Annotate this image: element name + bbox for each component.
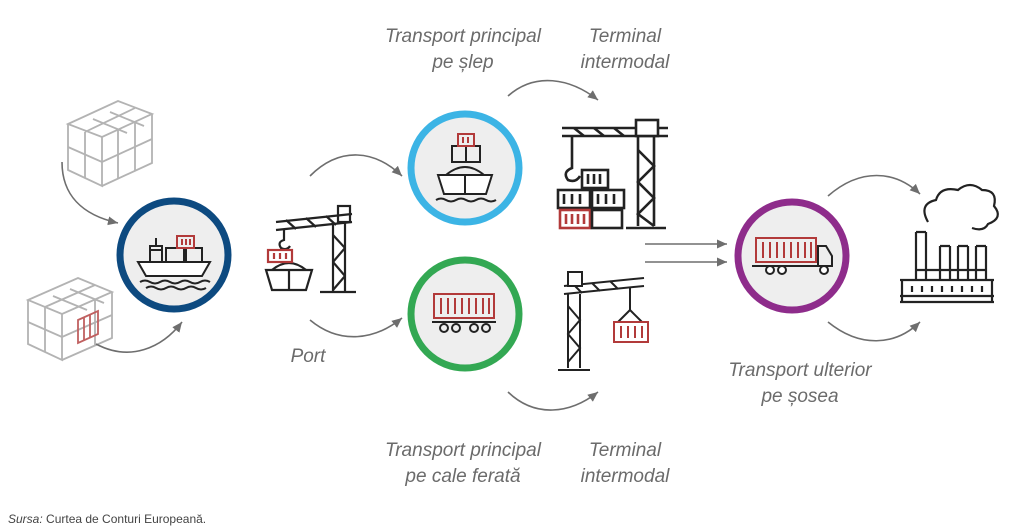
label-terminal-top: Terminal intermodal [562,24,688,76]
label-rail-line1: Transport principal [385,440,541,461]
road-circle [734,198,850,314]
train-wagon-icon [432,293,496,333]
label-terminal-top-line1: Terminal [588,26,662,47]
flow-arrows [61,79,921,411]
source-text: Curtea de Conturi Europeană. [42,512,207,526]
label-terminal-bottom-line1: Terminal [588,440,662,461]
barge-circle [407,110,523,226]
label-road-line1: Transport ulterior [728,360,872,381]
factory-icon [900,183,999,304]
arrow-road-to-factory-top [827,174,921,197]
arrow-road-to-factory-bottom [827,321,921,342]
arrow-port-to-barge [309,154,403,177]
label-barge-line2: pe șlep [432,52,494,73]
label-road-transport: Transport ulterior pe șosea [706,358,894,410]
container-stack-bottom-icon [25,277,115,362]
arrow-port-to-rail [309,317,403,338]
label-terminal-bottom-line2: intermodal [580,466,670,487]
source-note: Sursa: Curtea de Conturi Europeană. [8,512,206,526]
source-label: Sursa: [8,512,43,526]
label-terminal-bottom: Terminal intermodal [562,438,688,490]
port-crane-icon [264,204,356,294]
label-terminal-top-line2: intermodal [580,52,670,73]
label-rail-line2: pe cale ferată [405,466,521,487]
container-stack-top-icon [65,100,155,188]
label-barge-line1: Transport principal [385,26,541,47]
truck-icon [752,237,833,275]
ship-circle [116,197,232,313]
container-pile-icon [556,168,626,230]
barge-ship-icon [435,133,497,203]
arrow-containers-to-ship [61,161,119,226]
arrow-rail-to-terminal [507,391,599,411]
label-port: Port [278,344,338,370]
label-road-line2: pe șosea [761,386,839,407]
label-barge-transport: Transport principal pe șlep [368,24,558,76]
arrow-containers-to-ship-bottom [95,321,183,353]
rail-circle [407,256,523,372]
terminal-bottom-crane-icon [558,271,649,371]
port-ship-icon [264,248,314,292]
arrow-barge-to-terminal [507,79,599,101]
terminal-top-crane-icon [556,118,668,230]
label-port-text: Port [290,346,326,367]
label-rail-transport: Transport principal pe cale ferată [368,438,558,490]
cargo-ship-icon [136,235,212,291]
